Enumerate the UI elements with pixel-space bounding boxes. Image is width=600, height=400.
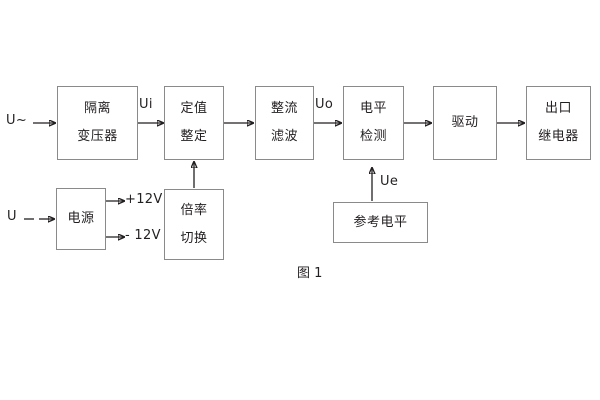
label-ue: Ue: [380, 174, 399, 189]
block-label-line: 出口: [544, 101, 572, 117]
block-label-line: 倍率: [180, 202, 208, 218]
label-ui: Ui: [139, 97, 153, 112]
figure-caption: 图 1: [297, 266, 323, 281]
label-negative-rail: - 12V: [125, 228, 161, 243]
block-isolation-transformer: 隔离 变压器: [57, 86, 138, 160]
block-setting-value: 定值 整定: [164, 86, 224, 160]
block-label-line: 隔离: [83, 101, 111, 117]
block-output-relay: 出口 继电器: [526, 86, 591, 160]
block-label-line: 定值: [180, 101, 208, 117]
block-label-line: 变压器: [77, 129, 118, 144]
label-dc-input: U: [7, 209, 17, 224]
block-label-line: 驱动: [451, 115, 479, 131]
label-positive-rail: +12V: [125, 192, 163, 207]
label-ac-input: U~: [6, 113, 28, 128]
block-label-line: 整流: [270, 101, 298, 117]
block-label-line: 整定: [180, 129, 208, 144]
block-label-line: 继电器: [538, 129, 579, 144]
block-power-supply: 电源: [56, 188, 106, 250]
block-reference-level: 参考电平: [333, 202, 428, 243]
block-label-line: 电平: [359, 101, 387, 117]
label-uo: Uo: [315, 97, 334, 112]
block-label-line: 检测: [359, 129, 387, 144]
block-label-line: 参考电平: [353, 214, 408, 230]
block-label-line: 电源: [67, 211, 95, 227]
block-label-line: 滤波: [270, 129, 298, 144]
block-drive: 驱动: [433, 86, 497, 160]
block-level-detection: 电平 检测: [343, 86, 404, 160]
block-label-line: 切换: [180, 230, 208, 246]
block-rectify-filter: 整流 滤波: [255, 86, 314, 160]
block-multiplier-switch: 倍率 切换: [164, 189, 224, 260]
